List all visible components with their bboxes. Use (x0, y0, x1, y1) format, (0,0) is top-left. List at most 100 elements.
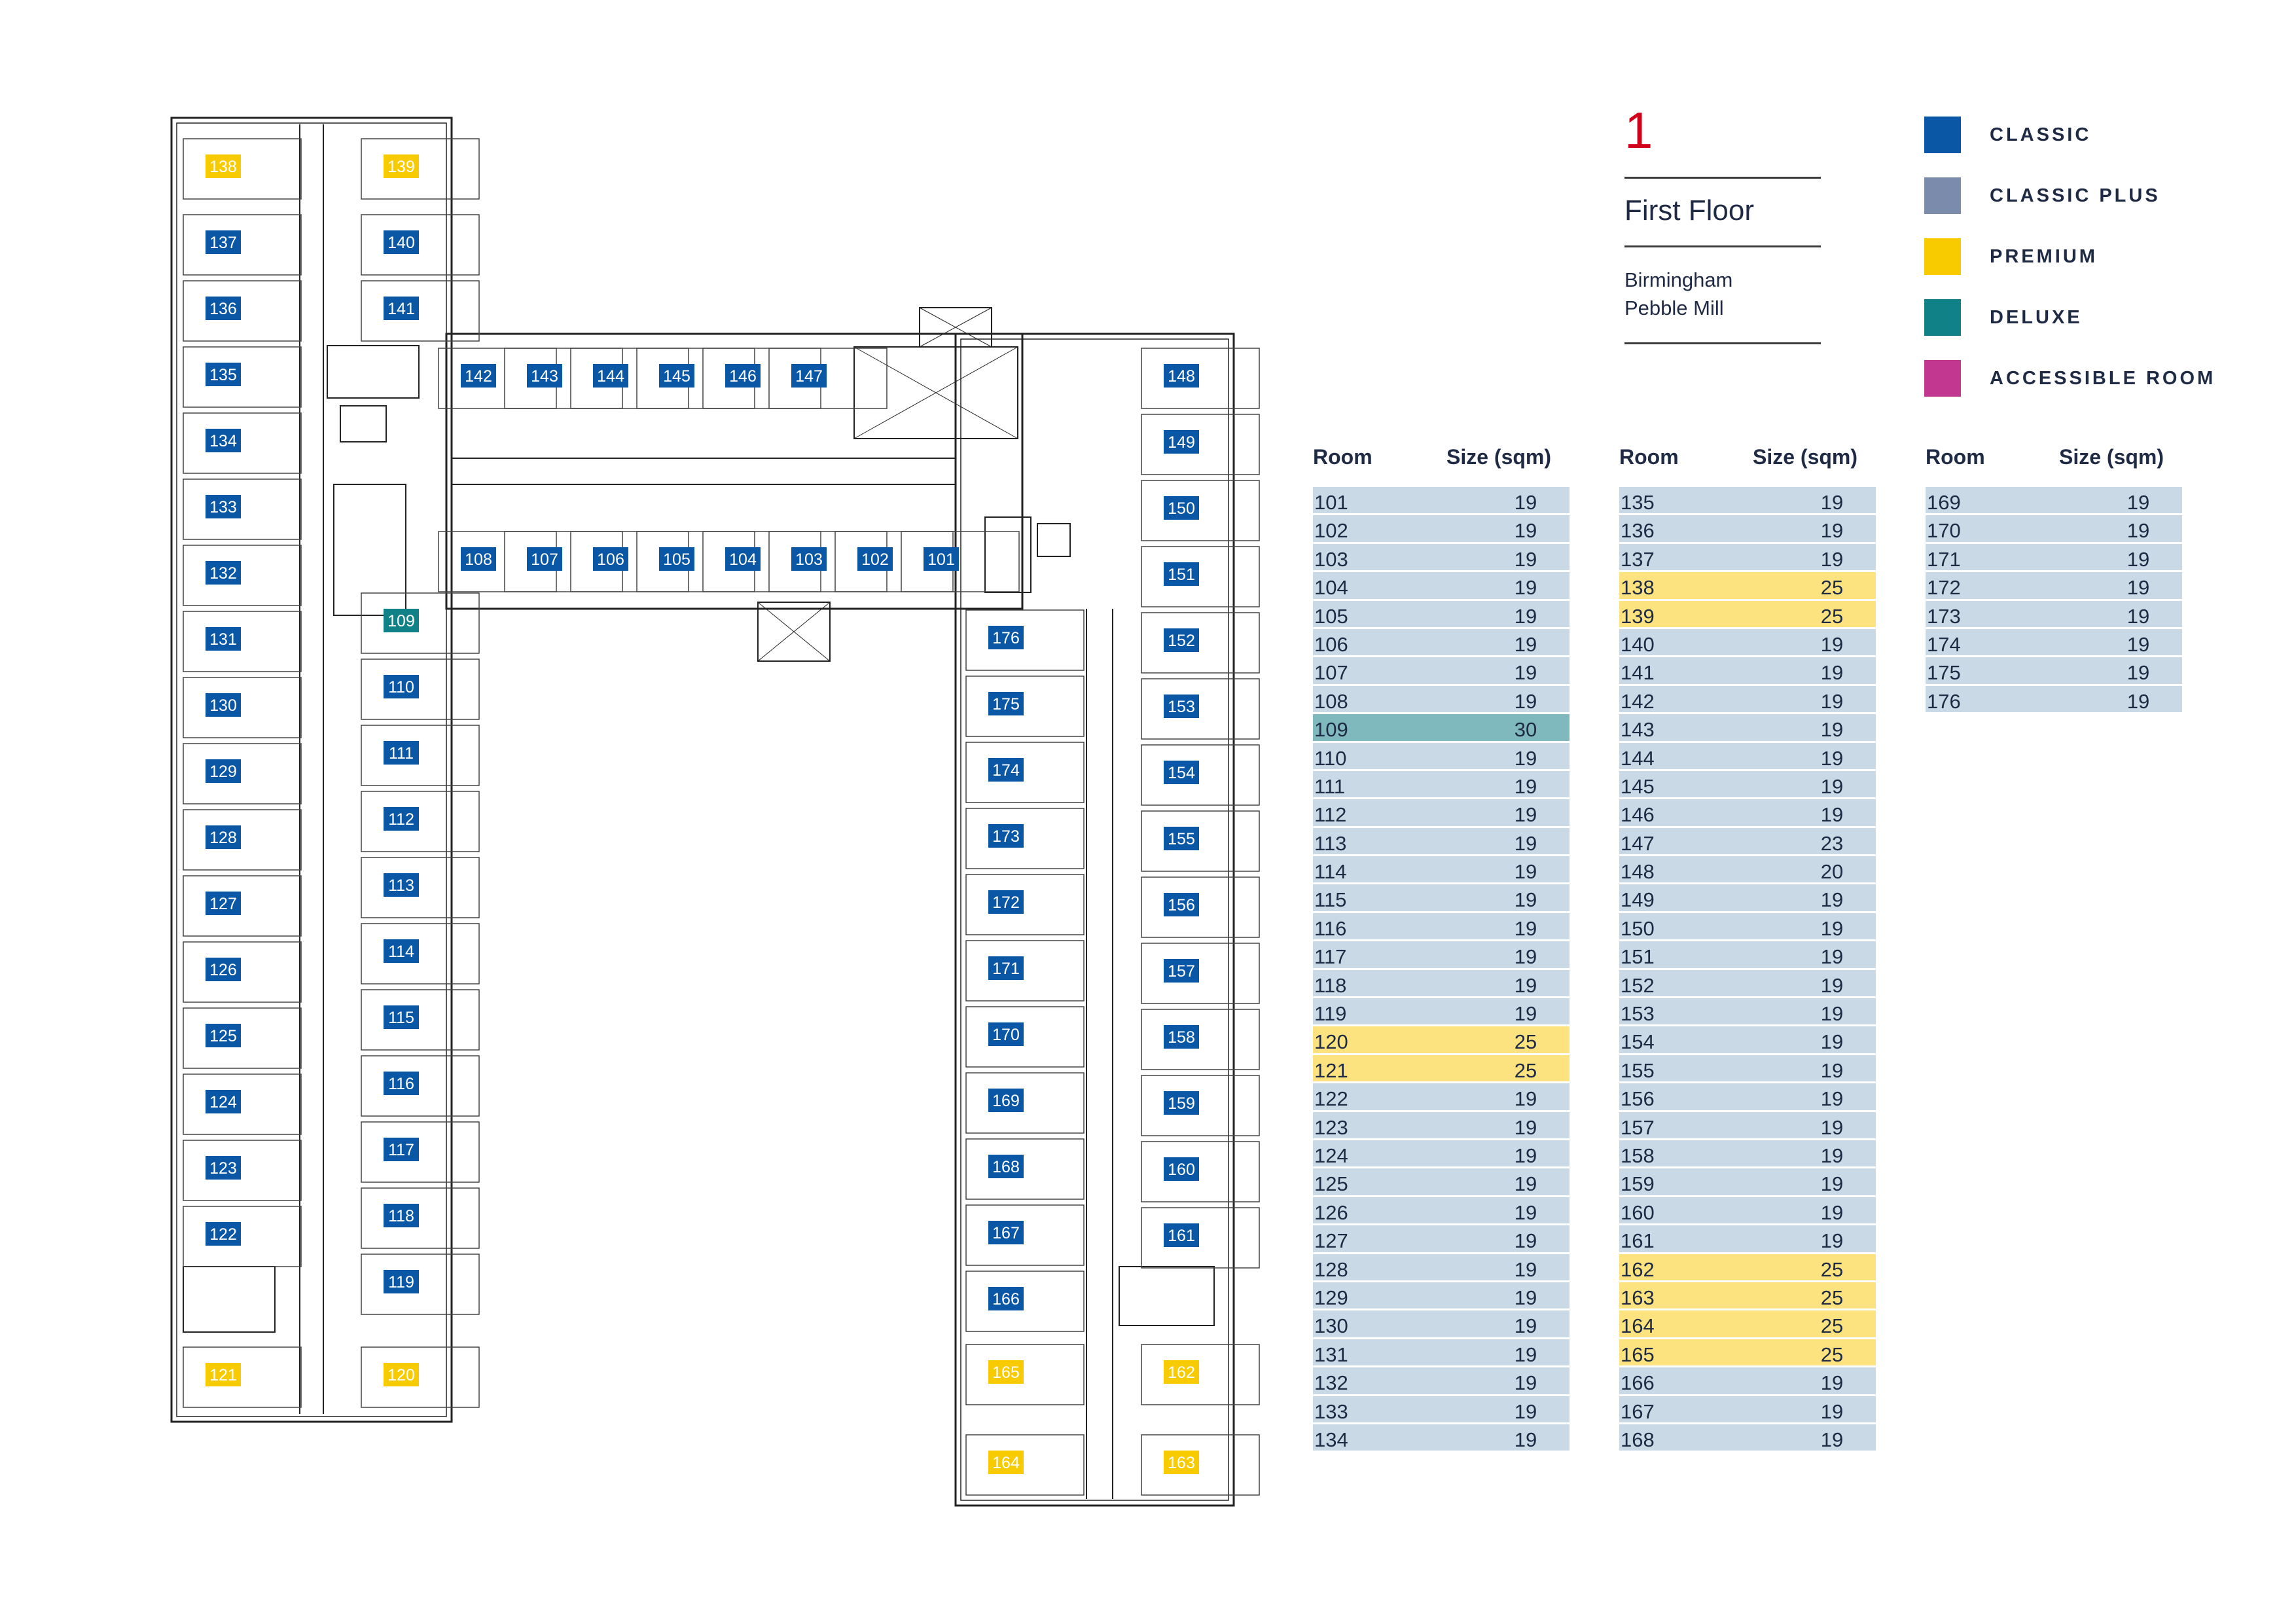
room-outline (361, 592, 480, 654)
room-tag: 131 (206, 627, 241, 651)
room-tag: 137 (206, 230, 241, 254)
room-tag-background (988, 1089, 1024, 1112)
room-tag: 162 (1164, 1360, 1199, 1384)
room-tag: 125 (206, 1024, 241, 1047)
room-tag-number: 122 (209, 1225, 237, 1244)
room-size-cell: 19 (1820, 1058, 1844, 1082)
room-size-cell: 19 (1820, 1399, 1844, 1423)
room-outline (965, 1204, 1085, 1266)
room-tag-number: 109 (387, 612, 415, 630)
room-size-cell: 19 (2126, 519, 2150, 543)
room-size-cell: 19 (1820, 1200, 1844, 1224)
room-number-cell: 151 (1621, 945, 1655, 969)
room-outline (1141, 348, 1260, 409)
room-number-cell: 155 (1621, 1058, 1655, 1082)
room-number-cell: 154 (1621, 1030, 1655, 1054)
room-size-cell: 19 (1514, 547, 1537, 571)
room-tag-background (988, 890, 1024, 914)
room-tag-background (384, 1363, 419, 1386)
room-outline (361, 280, 480, 342)
room-tag-number: 165 (992, 1363, 1020, 1382)
room-size-cell: 19 (1820, 1229, 1844, 1253)
room-tag: 122 (206, 1222, 241, 1246)
room-tag-background (1164, 1451, 1199, 1474)
room-size-cell: 19 (1820, 1371, 1844, 1395)
room-tag: 106 (593, 547, 628, 571)
room-size-cell: 19 (1820, 1172, 1844, 1196)
room-outline (361, 214, 480, 276)
room-tag: 126 (206, 958, 241, 981)
room-tag: 153 (1164, 695, 1199, 718)
room-size-cell: 19 (1514, 1144, 1537, 1167)
room-tag-background (206, 693, 241, 717)
room-number-cell: 106 (1314, 632, 1348, 656)
room-size-cell: 19 (2126, 661, 2150, 685)
room-size-cell: 19 (1514, 916, 1537, 940)
room-outline (183, 138, 302, 200)
room-tag-background (659, 364, 694, 388)
room-number-cell: 127 (1314, 1229, 1348, 1253)
room-number-cell: 109 (1314, 718, 1348, 742)
room-tag-background (206, 627, 241, 651)
room-tag-number: 162 (1168, 1363, 1195, 1382)
room-tag-background (206, 1222, 241, 1246)
room-tag-background (206, 892, 241, 915)
room-tag-background (206, 958, 241, 981)
room-outline (965, 1072, 1085, 1134)
room-size-cell: 19 (1514, 1399, 1537, 1423)
room-outline (1141, 744, 1260, 806)
room-outline (183, 280, 302, 342)
room-tag-number: 113 (388, 876, 414, 895)
room-tag-number: 143 (531, 367, 558, 386)
room-tag-background (1164, 1157, 1199, 1181)
room-number-cell: 141 (1621, 661, 1655, 685)
room-outline (1141, 1141, 1260, 1202)
room-tag-number: 123 (209, 1159, 237, 1178)
room-outline (965, 609, 1085, 671)
room-tag-number: 110 (388, 678, 414, 696)
room-tag: 158 (1164, 1025, 1199, 1049)
room-number-cell: 156 (1621, 1087, 1655, 1111)
table-header: Room Size (sqm) (1619, 445, 1876, 487)
room-size-cell: 19 (1820, 973, 1844, 997)
room-tag-number: 104 (729, 550, 757, 569)
room-outline (183, 412, 302, 474)
room-tag: 128 (206, 825, 241, 849)
room-tag-number: 168 (992, 1158, 1020, 1176)
room-size-cell: 19 (1514, 491, 1537, 514)
room-number-cell: 138 (1621, 576, 1655, 600)
room-number-cell: 162 (1621, 1257, 1655, 1281)
room-tag: 108 (461, 547, 496, 571)
room-tag-number: 125 (209, 1027, 237, 1045)
room-number-cell: 108 (1314, 689, 1348, 713)
room-number-cell: 149 (1621, 888, 1655, 912)
room-outline (183, 677, 302, 738)
room-number-cell: 120 (1314, 1030, 1348, 1054)
room-number-cell: 133 (1314, 1399, 1348, 1423)
room-outline (183, 346, 302, 408)
room-tag-background (206, 1090, 241, 1113)
room-outline (1141, 1344, 1260, 1405)
legend-label: PREMIUM (1990, 246, 2098, 267)
room-number-cell: 159 (1621, 1172, 1655, 1196)
room-number-cell: 153 (1621, 1002, 1655, 1026)
room-tag-number: 129 (209, 763, 237, 781)
room-size-cell: 19 (1820, 803, 1844, 827)
